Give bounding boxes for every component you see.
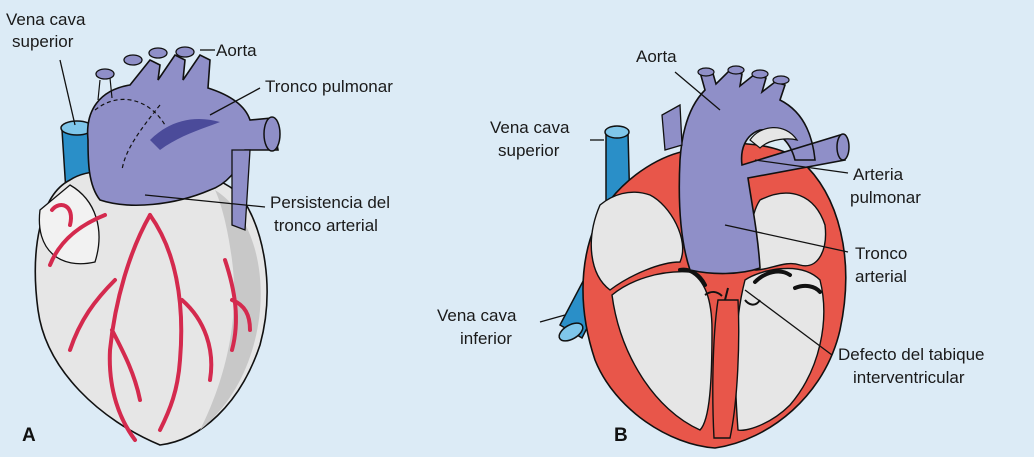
a-aortic-branch-4 [176,47,194,57]
a-label-persistencia-2: tronco arterial [274,216,378,235]
b-left-atrium [751,193,826,270]
b-label-defecto-2: interventricular [853,368,965,387]
b-label-vena-cava-inferior-1: Vena cava [437,306,517,325]
b-label-vena-cava-superior-2: superior [498,141,560,160]
panel-b-heart [540,66,849,448]
panel-a-heart [35,47,280,445]
a-leader-vcs [60,60,75,125]
b-label-arteria-pulmonar-1: Arteria [853,165,904,184]
panel-letter-b: B [614,425,628,446]
a-label-tronco-pulmonar: Tronco pulmonar [265,77,393,96]
b-label-defecto-1: Defecto del tabique [838,345,985,364]
a-pulmonary-opening [264,117,280,151]
b-pulmonary-opening [837,134,849,160]
b-left-stub [662,105,682,150]
b-label-tronco-arterial-1: Tronco [855,244,907,263]
b-label-aorta: Aorta [636,47,677,66]
a-label-aorta: Aorta [216,41,257,60]
panel-letter-a: A [22,425,36,446]
b-aortic-branch-3 [752,70,768,78]
b-aortic-branch-1 [698,68,714,76]
b-aortic-branch-4 [773,76,789,84]
a-aortic-branch-2 [124,55,142,65]
b-label-vena-cava-inferior-2: inferior [460,329,512,348]
b-label-tronco-arterial-2: arterial [855,267,907,286]
a-aortic-branch-1 [96,69,114,79]
a-label-vena-cava-superior-2: superior [12,32,74,51]
b-label-arteria-pulmonar-2: pulmonar [850,188,921,207]
b-leader-vci [540,315,565,322]
a-label-vena-cava-superior-1: Vena cava [6,10,86,29]
a-aortic-branch-3 [149,48,167,58]
b-label-vena-cava-superior-1: Vena cava [490,118,570,137]
a-label-persistencia-1: Persistencia del [270,193,390,212]
b-svc-opening [605,126,629,138]
b-aortic-branch-2 [728,66,744,74]
